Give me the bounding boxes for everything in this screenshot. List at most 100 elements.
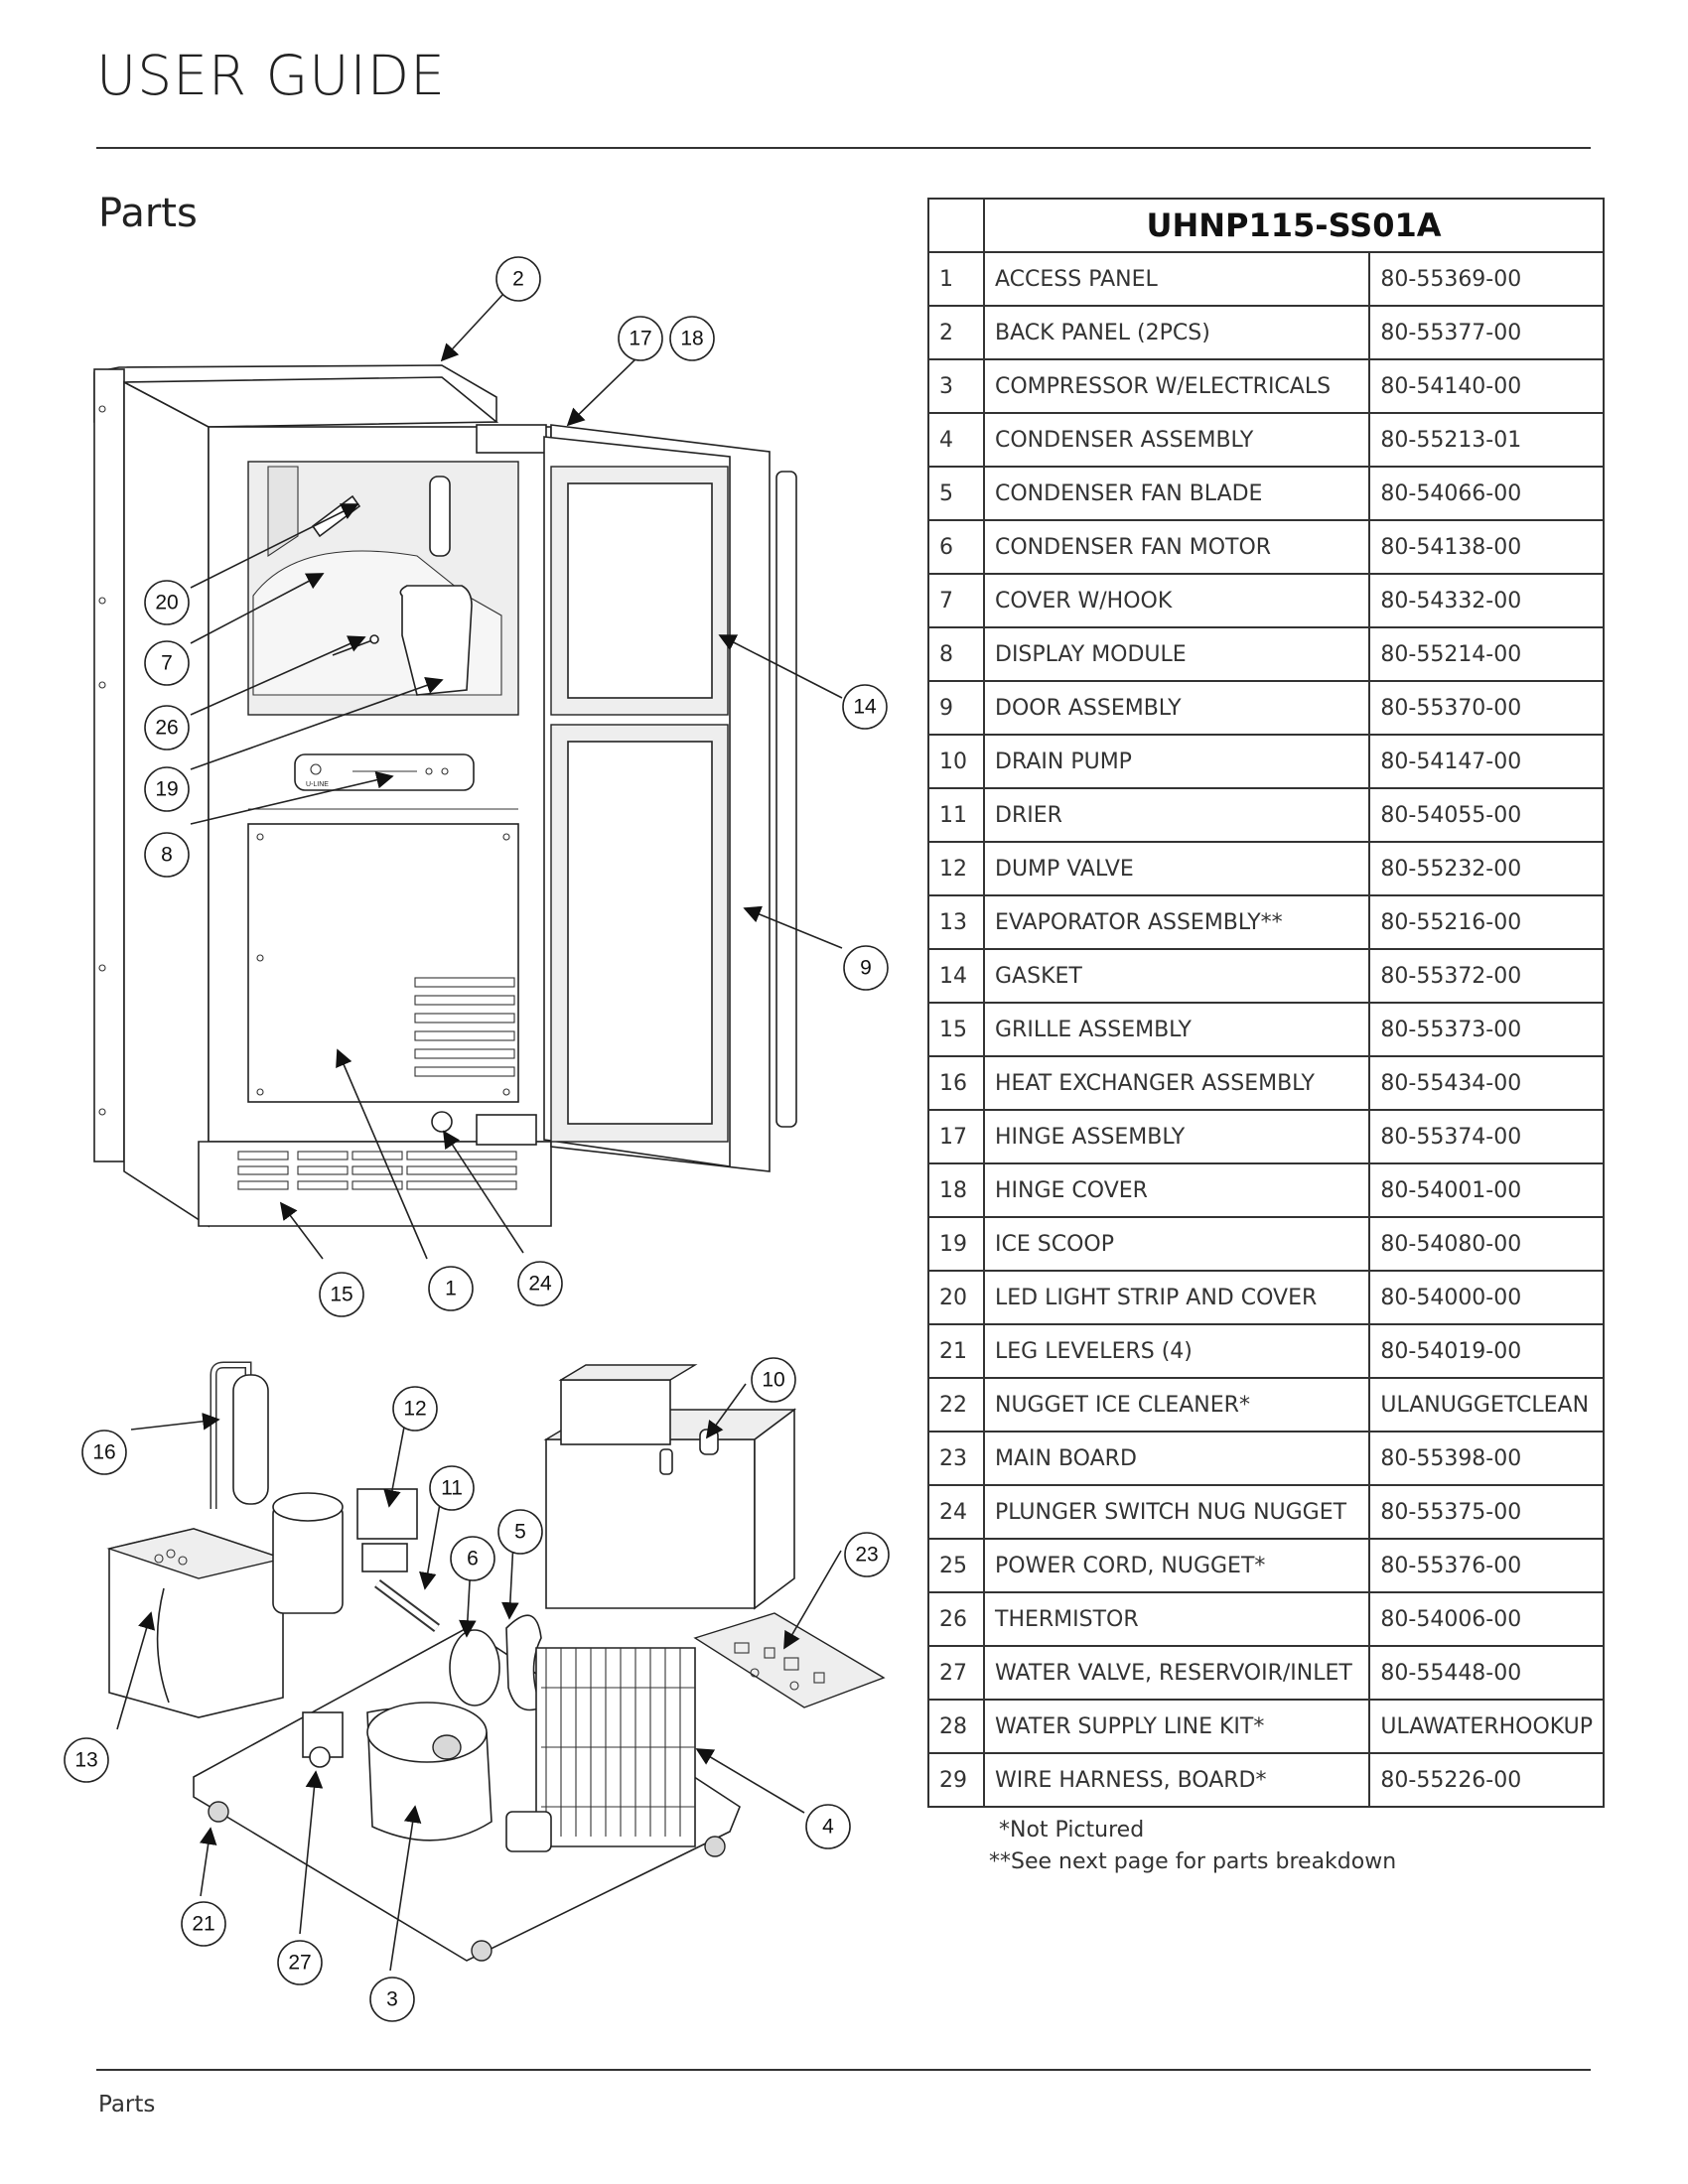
part-code: 80-55372-00: [1368, 948, 1605, 1004]
part-number-index: 14: [927, 948, 985, 1004]
callout-8: 8: [144, 832, 190, 878]
callout-7: 7: [144, 640, 190, 686]
part-name: MAIN BOARD: [982, 1431, 1371, 1486]
svg-text:3: 3: [386, 1988, 398, 2011]
part-number-index: 4: [927, 412, 985, 468]
svg-text:13: 13: [74, 1749, 97, 1772]
footer-section-label: Parts: [98, 2092, 156, 2117]
callout-3: 3: [369, 1977, 415, 2022]
part-code: 80-54080-00: [1368, 1216, 1605, 1272]
svg-text:16: 16: [92, 1441, 115, 1464]
part-number-index: 29: [927, 1752, 985, 1808]
part-code: 80-54332-00: [1368, 573, 1605, 628]
svg-text:17: 17: [629, 328, 651, 350]
callout-13: 13: [64, 1737, 109, 1783]
callout-16: 16: [81, 1430, 127, 1475]
part-code: 80-55213-01: [1368, 412, 1605, 468]
part-name: CONDENSER ASSEMBLY: [982, 412, 1371, 468]
part-number-index: 19: [927, 1216, 985, 1272]
svg-text:14: 14: [853, 696, 877, 719]
part-code: 80-54140-00: [1368, 358, 1605, 414]
part-code: 80-54006-00: [1368, 1591, 1605, 1647]
svg-text:10: 10: [762, 1369, 784, 1392]
part-name: COVER W/HOOK: [982, 573, 1371, 628]
part-name: HINGE COVER: [982, 1162, 1371, 1218]
part-name: CONDENSER FAN BLADE: [982, 466, 1371, 521]
svg-text:24: 24: [528, 1273, 552, 1296]
section-title: Parts: [98, 191, 198, 236]
callout-1: 1: [428, 1266, 474, 1311]
part-number-index: 26: [927, 1591, 985, 1647]
part-code: 80-55377-00: [1368, 305, 1605, 360]
part-code: 80-55373-00: [1368, 1002, 1605, 1057]
part-name: HEAT EXCHANGER ASSEMBLY: [982, 1055, 1371, 1111]
part-code: 80-54055-00: [1368, 787, 1605, 843]
model-number: UHNP115-SS01A: [983, 198, 1605, 253]
part-number-index: 12: [927, 841, 985, 896]
part-code: 80-55216-00: [1368, 894, 1605, 950]
table-header-blank: [927, 198, 985, 253]
callout-27: 27: [277, 1940, 323, 1985]
part-name: WATER SUPPLY LINE KIT*: [982, 1699, 1371, 1754]
part-code: 80-55398-00: [1368, 1431, 1605, 1486]
part-name: PLUNGER SWITCH NUG NUGGET: [982, 1484, 1371, 1540]
part-number-index: 20: [927, 1270, 985, 1325]
note-not-pictured: *Not Pictured: [999, 1818, 1145, 1843]
part-code: 80-54066-00: [1368, 466, 1605, 521]
part-number-index: 27: [927, 1645, 985, 1701]
callout-20: 20: [144, 580, 190, 625]
table-notes: *Not Pictured **See next page for parts …: [989, 1815, 1396, 1878]
part-name: BACK PANEL (2PCS): [982, 305, 1371, 360]
part-name: LED LIGHT STRIP AND COVER: [982, 1270, 1371, 1325]
part-name: DOOR ASSEMBLY: [982, 680, 1371, 736]
svg-text:12: 12: [403, 1398, 426, 1421]
note-see-next-page: **See next page for parts breakdown: [989, 1849, 1397, 1874]
svg-text:21: 21: [192, 1913, 214, 1936]
part-number-index: 23: [927, 1431, 985, 1486]
svg-text:1: 1: [445, 1278, 457, 1300]
part-code: 80-55214-00: [1368, 626, 1605, 682]
callout-23: 23: [844, 1532, 890, 1577]
part-code: 80-55369-00: [1368, 251, 1605, 307]
svg-text:2: 2: [512, 268, 524, 291]
callout-10: 10: [751, 1357, 796, 1403]
callout-14: 14: [842, 684, 888, 730]
part-code: 80-54001-00: [1368, 1162, 1605, 1218]
part-name: DRIER: [982, 787, 1371, 843]
part-code: 80-55434-00: [1368, 1055, 1605, 1111]
svg-text:6: 6: [467, 1548, 479, 1570]
callout-bubbles: 2 17 18 20 7 26 19 8 14 9 15 1 24 16 12 …: [64, 256, 890, 2022]
part-number-index: 8: [927, 626, 985, 682]
page-title: USER GUIDE: [96, 44, 446, 107]
svg-text:5: 5: [514, 1521, 526, 1544]
part-number-index: 10: [927, 734, 985, 789]
callout-12: 12: [392, 1386, 438, 1432]
part-number-index: 25: [927, 1538, 985, 1593]
parts-diagram: U-LINE: [64, 256, 890, 2022]
machine-drawing: [106, 1361, 886, 1962]
svg-text:11: 11: [441, 1477, 463, 1500]
callout-17: 17: [618, 316, 663, 361]
part-name: EVAPORATOR ASSEMBLY**: [982, 894, 1371, 950]
callout-9: 9: [843, 945, 889, 991]
part-number-index: 9: [927, 680, 985, 736]
